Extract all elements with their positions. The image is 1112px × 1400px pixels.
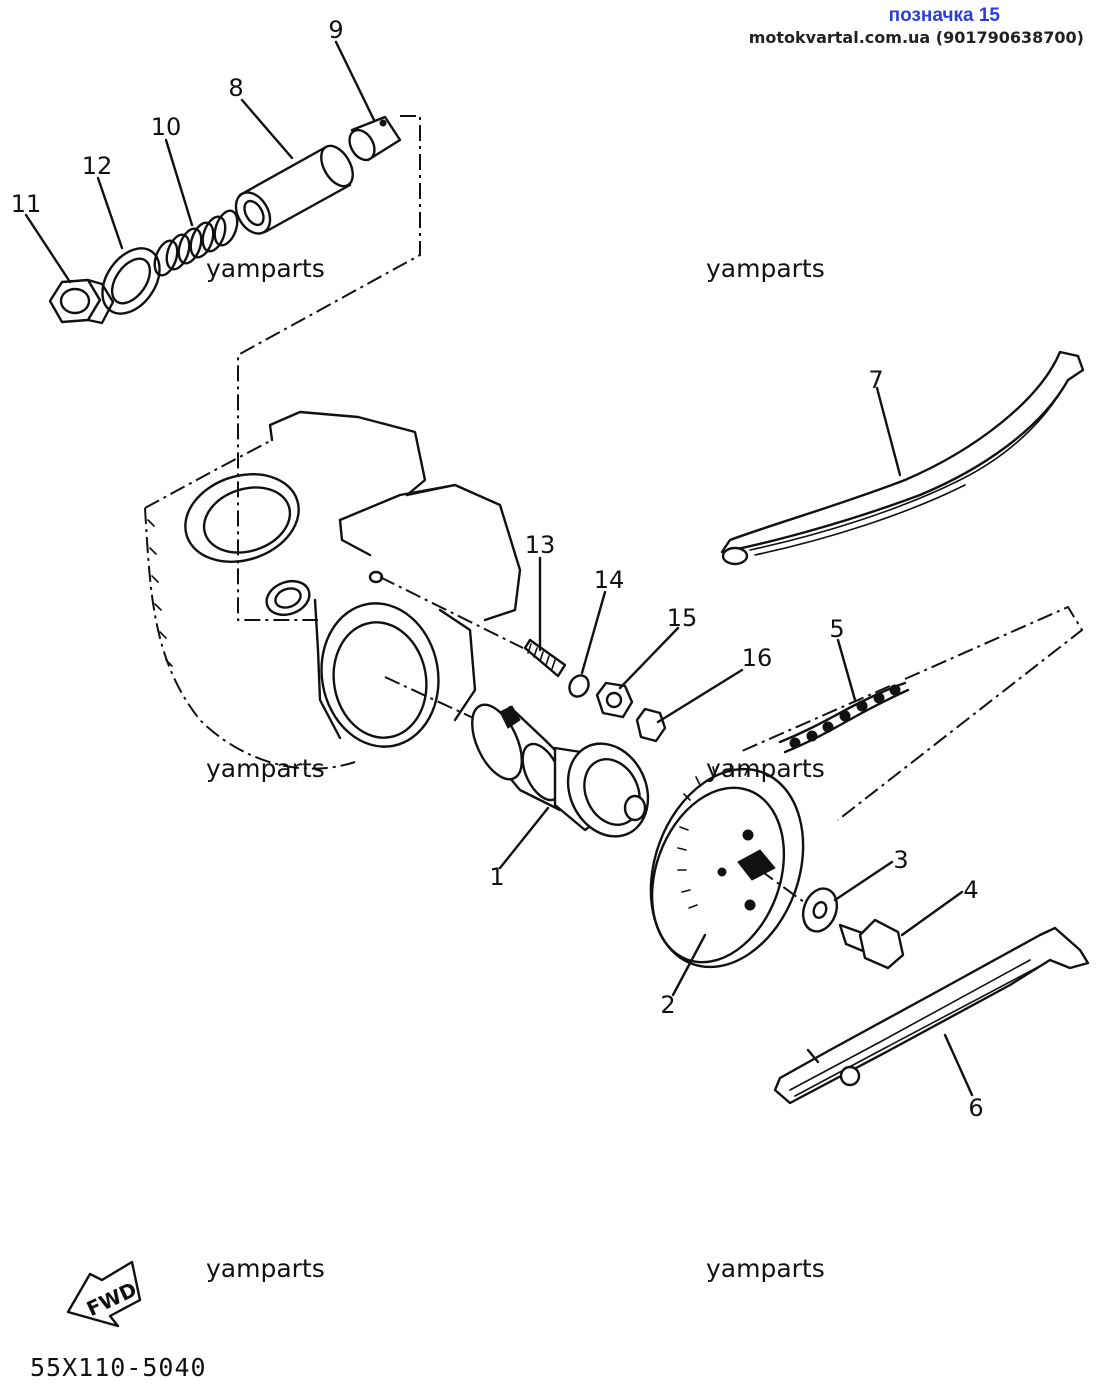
callout-12: 12 <box>82 152 113 180</box>
cylinder-head <box>144 410 522 770</box>
gasket-washer <box>101 247 161 315</box>
camshaft <box>471 703 650 838</box>
watermark: yamparts <box>706 1254 825 1283</box>
fwd-arrow-icon: FWD <box>66 1260 142 1328</box>
assembly-lines <box>237 115 1084 906</box>
cam-chain <box>778 681 910 754</box>
watermark: yamparts <box>206 254 325 283</box>
cam-sprocket <box>649 763 805 969</box>
o-ring <box>568 674 590 698</box>
callout-16: 16 <box>742 644 773 672</box>
hex-bolt <box>838 918 905 970</box>
callout-4: 4 <box>963 876 978 904</box>
cap-nut-small <box>635 707 667 743</box>
callout-5: 5 <box>829 615 844 643</box>
watermark: yamparts <box>206 1254 325 1283</box>
tensioner-spring <box>153 209 239 277</box>
callout-11: 11 <box>11 190 42 218</box>
callout-15: 15 <box>667 604 698 632</box>
callout-7: 7 <box>868 366 883 394</box>
callout-13: 13 <box>525 531 556 559</box>
tensioner-rod <box>234 144 354 235</box>
callout-leaders <box>24 40 974 1097</box>
tensioner-cap <box>348 115 402 162</box>
callout-3: 3 <box>893 846 908 874</box>
callout-2: 2 <box>660 991 675 1019</box>
site-contact: motokvartal.com.ua (901790638700) <box>748 28 1084 47</box>
cap-nut <box>48 278 115 325</box>
page-title: позначка 15 <box>888 5 1000 26</box>
diagram-code: 55X110-5040 <box>30 1353 207 1382</box>
stud-bolt <box>523 638 567 678</box>
chain-guide-lower <box>773 926 1090 1105</box>
callout-14: 14 <box>594 566 625 594</box>
chain-guide-upper <box>720 350 1085 566</box>
watermark: yamparts <box>706 754 825 783</box>
callout-6: 6 <box>968 1094 983 1122</box>
callout-10: 10 <box>151 113 182 141</box>
callout-numbers: 1 2 3 4 5 6 7 8 9 10 11 12 13 14 15 16 <box>11 16 984 1122</box>
watermark: yamparts <box>706 254 825 283</box>
callout-8: 8 <box>228 74 243 102</box>
callout-1: 1 <box>489 863 504 891</box>
flange-nut <box>595 681 634 719</box>
plate-washer <box>801 887 839 933</box>
callout-9: 9 <box>328 16 343 44</box>
watermark: yamparts <box>206 754 325 783</box>
